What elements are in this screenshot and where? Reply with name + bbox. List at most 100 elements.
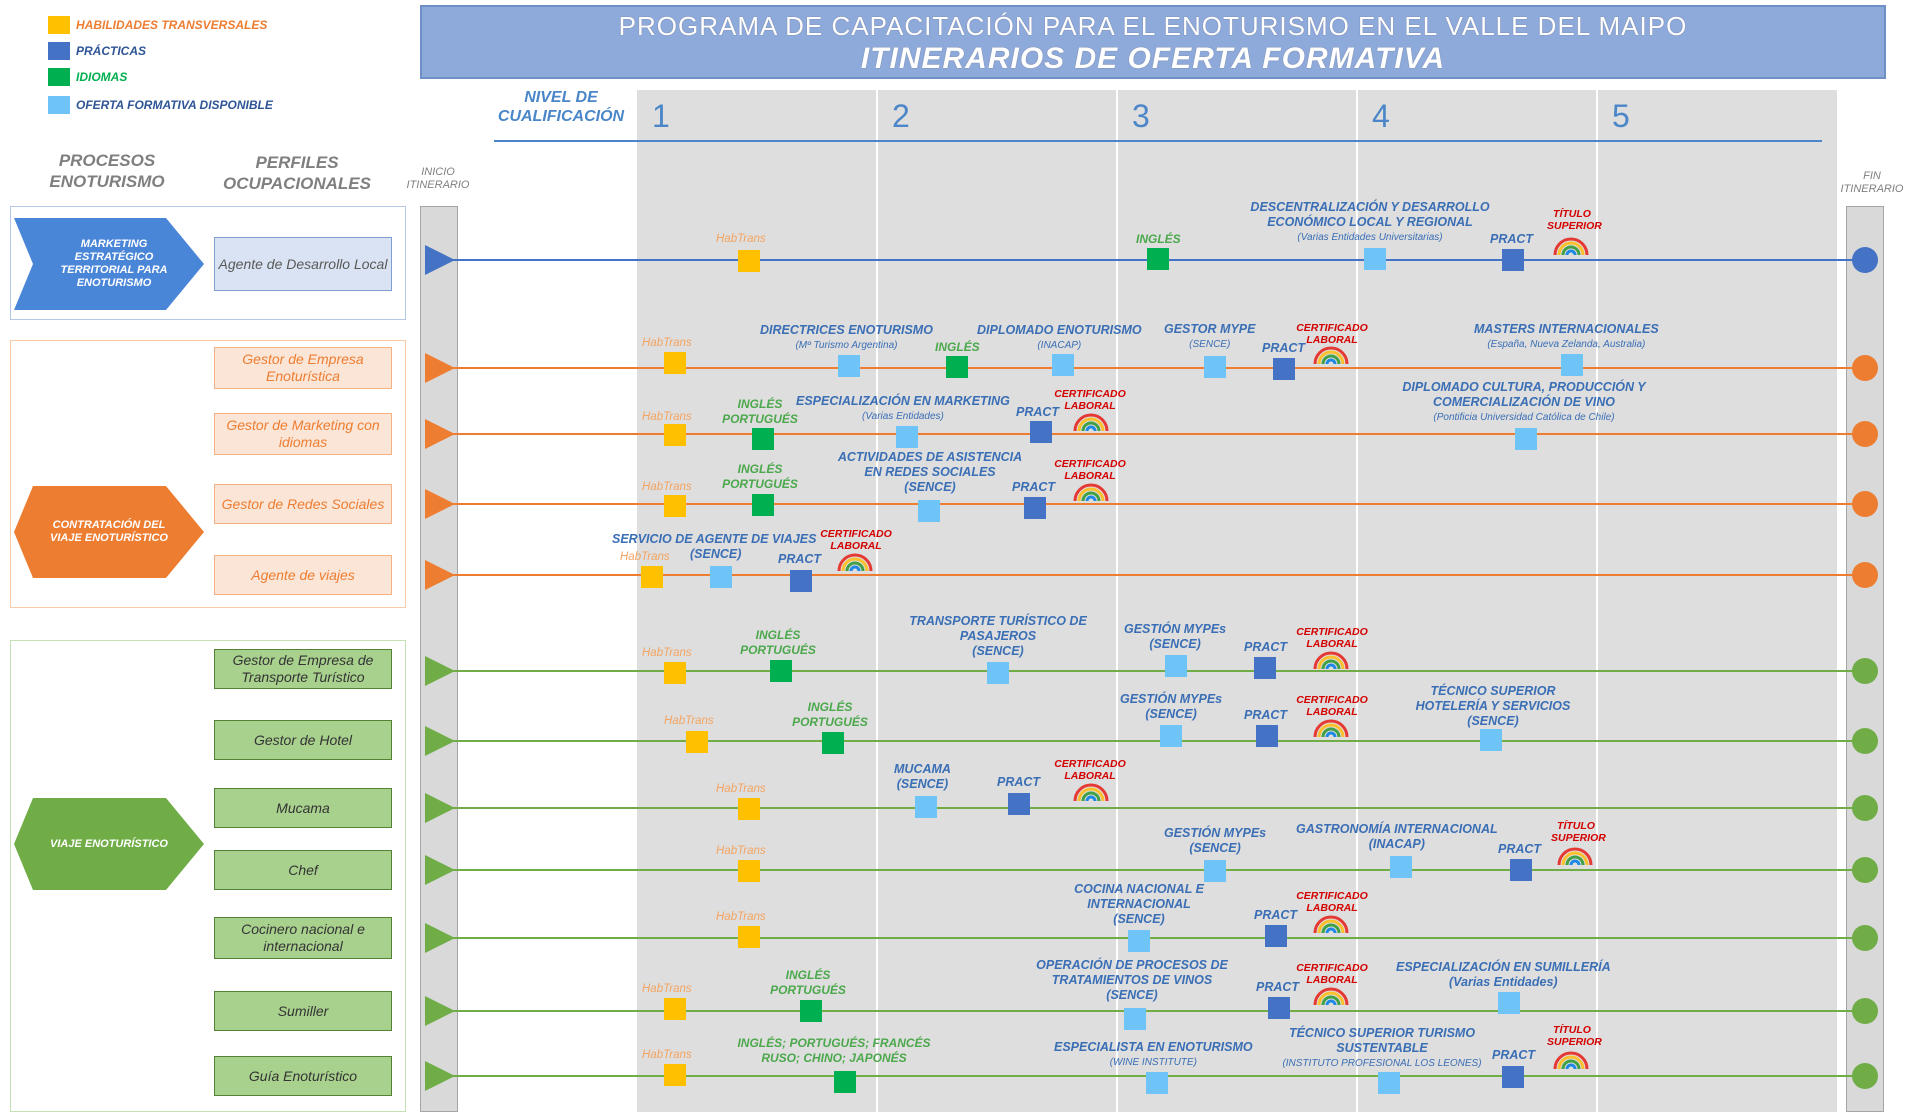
offer-label: COCINA NACIONAL E INTERNACIONAL (SENCE) — [1064, 882, 1214, 927]
offer-label: ESPECIALIZACIÓN EN MARKETING (Varias Ent… — [796, 394, 1010, 424]
pract-label: PRACT — [1016, 405, 1060, 419]
itinerary-line — [440, 670, 1864, 672]
offer-title: ESPECIALIZACIÓN EN MARKETING — [796, 394, 1010, 408]
offer-label: DIPLOMADO ENOTURISMO (INACAP) — [977, 323, 1142, 353]
offer-label: DIRECTRICES ENOTURISMO (Mº Turismo Argen… — [760, 323, 933, 353]
qualification-grid — [637, 90, 1837, 1112]
rainbow-icon — [837, 553, 873, 572]
offer-label: OPERACIÓN DE PROCESOS DE TRATAMIENTOS DE… — [1032, 958, 1232, 1003]
habilidades-marker — [664, 424, 686, 446]
rainbow-icon — [1313, 987, 1349, 1006]
hab-label: HabTrans — [716, 783, 766, 795]
level-3: 3 — [1132, 98, 1150, 134]
end-dot — [1852, 491, 1878, 517]
rainbow-icon — [1557, 847, 1593, 866]
itinerary-line — [440, 503, 1864, 505]
oferta-marker — [710, 566, 732, 588]
certificado-label: CERTIFICADO LABORAL — [1054, 388, 1126, 412]
oferta-marker — [1124, 1008, 1146, 1030]
offer-title: COCINA NACIONAL E INTERNACIONAL — [1074, 882, 1204, 911]
start-arrow — [425, 923, 455, 953]
oferta-marker — [918, 500, 940, 522]
legend-item-practicas: PRÁCTICAS — [48, 42, 146, 60]
pract-label: PRACT — [1012, 480, 1056, 494]
offer-provider: (SENCE) — [972, 644, 1024, 658]
offer-title: ACTIVIDADES DE ASISTENCIA EN REDES SOCIA… — [837, 450, 1023, 479]
habilidades-marker — [664, 1064, 686, 1086]
offer-title: GESTIÓN MYPEs — [1164, 826, 1267, 840]
hab-label: HabTrans — [620, 551, 670, 563]
hab-label: HabTrans — [642, 983, 692, 995]
offer-title: DIPLOMADO ENOTURISMO — [977, 323, 1142, 337]
end-dot — [1852, 925, 1878, 951]
itinerary-line — [440, 433, 1864, 435]
profile-gestor-marketing-idiomas: Gestor de Marketing con idiomas — [214, 413, 392, 455]
perfiles-header: PERFILES OCUPACIONALES — [223, 153, 371, 193]
offer-title: SERVICIO DE AGENTE DE VIAJES — [612, 532, 817, 546]
start-arrow — [425, 656, 455, 686]
rainbow-icon — [1313, 651, 1349, 670]
start-arrow — [425, 1061, 455, 1091]
profile-sumiller: Sumiller — [214, 991, 392, 1031]
oferta-marker — [1390, 856, 1412, 878]
profile-cocinero: Cocinero nacional e internacional — [214, 917, 392, 959]
certificado-label: CERTIFICADO LABORAL — [1296, 322, 1368, 346]
offer-label: ESPECIALIZACIÓN EN SUMILLERÍA (Varias En… — [1396, 960, 1611, 990]
itinerary-line — [440, 937, 1864, 939]
legend-item-habilidades: HABILIDADES TRANSVERSALES — [48, 16, 267, 34]
offer-provider: (SENCE) — [1189, 841, 1241, 855]
idioma-label: INGLÉS PORTUGUÉS — [722, 462, 798, 491]
legend-item-idiomas: IDIOMAS — [48, 68, 127, 86]
start-arrow — [425, 855, 455, 885]
practica-marker — [1510, 859, 1532, 881]
certificado-label: CERTIFICADO LABORAL — [1054, 758, 1126, 782]
rainbow-icon — [1073, 413, 1109, 432]
pract-label: PRACT — [1244, 640, 1288, 654]
habilidades-marker — [664, 998, 686, 1020]
offer-title: OPERACIÓN DE PROCESOS DE TRATAMIENTOS DE… — [1036, 958, 1228, 987]
group-marketing — [10, 206, 406, 320]
offer-provider: (Pontificia Universidad Católica de Chil… — [1433, 412, 1615, 423]
hab-label: HabTrans — [642, 337, 692, 349]
habilidades-marker — [664, 352, 686, 374]
hab-label: HabTrans — [716, 845, 766, 857]
offer-label: TÉCNICO SUPERIOR HOTELERÍA Y SERVICIOS (… — [1410, 684, 1576, 729]
level-divider — [1596, 90, 1598, 1112]
oferta-marker — [1480, 729, 1502, 751]
itinerary-line — [440, 1010, 1864, 1012]
offer-provider: (Varias Entidades) — [1448, 975, 1558, 989]
profile-gestor-redes-sociales: Gestor de Redes Sociales — [214, 484, 392, 524]
titulo-label: TÍTULO SUPERIOR — [1551, 820, 1606, 844]
offer-label: GESTIÓN MYPEs (SENCE) — [1124, 622, 1226, 652]
profile-gestor-hotel: Gestor de Hotel — [214, 720, 392, 760]
offer-title: TRANSPORTE TURÍSTICO DE PASAJEROS — [909, 614, 1087, 643]
oferta-marker — [1515, 428, 1537, 450]
idioma-marker — [752, 428, 774, 450]
end-dot — [1852, 562, 1878, 588]
idioma-marker — [834, 1071, 856, 1093]
offer-provider: (WINE INSTITUTE) — [1109, 1057, 1197, 1068]
pract-label: PRACT — [1256, 980, 1300, 994]
rainbow-icon — [1313, 915, 1349, 934]
oferta-marker — [1160, 725, 1182, 747]
legend-swatch — [48, 16, 70, 34]
hab-label: HabTrans — [642, 1049, 692, 1061]
hab-label: HabTrans — [642, 481, 692, 493]
offer-title: GASTRONOMÍA INTERNACIONAL — [1296, 822, 1498, 836]
rainbow-icon — [1073, 483, 1109, 502]
profile-agente-desarrollo-local: Agente de Desarrollo Local — [214, 237, 392, 291]
itinerary-line — [440, 574, 1864, 576]
offer-title: ESPECIALISTA EN ENOTURISMO — [1054, 1040, 1253, 1054]
offer-label: DESCENTRALIZACIÓN Y DESARROLLO ECONÓMICO… — [1245, 200, 1495, 245]
practica-marker — [1008, 793, 1030, 815]
end-dot — [1852, 857, 1878, 883]
offer-title: DIRECTRICES ENOTURISMO — [760, 323, 933, 337]
profile-gestor-transporte: Gestor de Empresa de Transporte Turístic… — [214, 649, 392, 689]
offer-title: GESTOR MYPE — [1164, 322, 1256, 336]
offer-title: DESCENTRALIZACIÓN Y DESARROLLO ECONÓMICO… — [1250, 200, 1490, 229]
certificado-label: CERTIFICADO LABORAL — [1296, 626, 1368, 650]
habilidades-marker — [641, 566, 663, 588]
oferta-marker — [1128, 930, 1150, 952]
level-2: 2 — [892, 98, 910, 134]
oferta-marker — [1165, 655, 1187, 677]
